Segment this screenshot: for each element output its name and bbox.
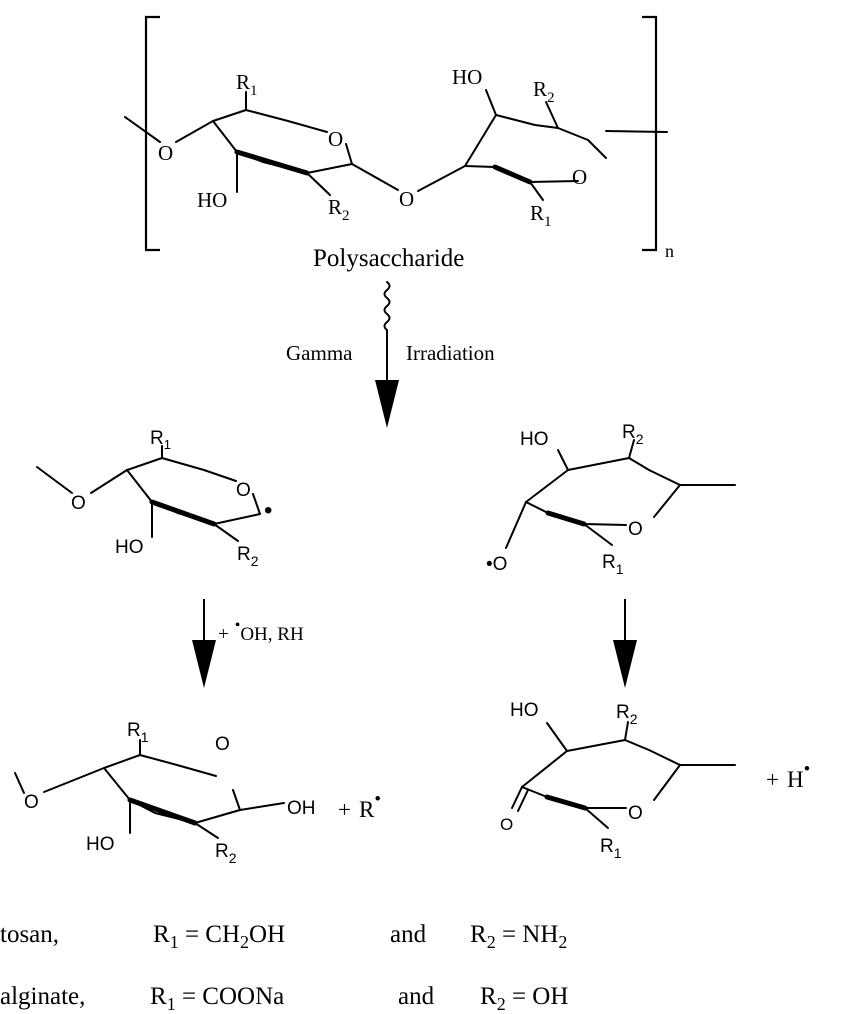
gamma-label: Gamma <box>286 341 353 365</box>
svg-text:R2: R2 <box>215 841 237 866</box>
right-radical-fragment: HO O R2 •O R1 <box>486 422 736 577</box>
left-product: O O R1 OH +R• HO R2 <box>14 720 381 866</box>
svg-text:R1: R1 <box>236 70 258 99</box>
svg-text:O: O <box>24 792 39 813</box>
svg-text:O: O <box>71 493 86 514</box>
right-reaction-arrow <box>613 599 637 688</box>
ho-label: HO <box>197 188 227 212</box>
svg-text:•: • <box>264 497 272 524</box>
svg-text:R1: R1 <box>127 720 149 745</box>
irradiation-label: Irradiation <box>406 341 495 365</box>
svg-text:R1: R1 <box>602 552 624 577</box>
legend-row-alginate: alginate, R1 = COONa and R2 = OH <box>0 983 568 1014</box>
glycosidic-oxygen: O <box>399 187 414 211</box>
legend-row-chitosan: tosan, R1 = CH2OH and R2 = NH2 <box>0 921 567 952</box>
irradiation-arrow: Gamma Irradiation <box>286 281 495 428</box>
svg-text:•O: •O <box>486 554 507 575</box>
right-ring-oxygen: O <box>572 165 587 189</box>
svg-text:R1: R1 <box>600 836 622 861</box>
svg-text:R2: R2 <box>533 77 555 106</box>
substituent-legend: tosan, R1 = CH2OH and R2 = NH2 alginate,… <box>0 921 568 1014</box>
svg-text:HO: HO <box>86 834 115 855</box>
svg-text:R1: R1 <box>530 201 552 230</box>
svg-text:HO: HO <box>520 429 549 450</box>
polysaccharide-structure: n O O R1 HO R2 O O HO R2 R1 Polysacchari… <box>124 15 674 272</box>
right-product: HO O R2 O R1 +H• <box>500 700 810 861</box>
repeat-subscript: n <box>665 241 674 261</box>
svg-text:+H•: +H• <box>766 759 810 792</box>
svg-text:+R•: +R• <box>338 789 381 822</box>
svg-text:R2: R2 <box>237 544 259 569</box>
polysaccharide-label: Polysaccharide <box>313 245 464 272</box>
svg-text:R2: R2 <box>622 422 644 447</box>
svg-text:O: O <box>500 815 513 834</box>
svg-text:R2: R2 <box>616 702 638 727</box>
svg-text:HO: HO <box>115 537 144 558</box>
o-to-ring-bond <box>175 120 214 143</box>
r1-label: R <box>236 70 250 94</box>
svg-text:O: O <box>215 734 230 755</box>
chain-oxygen-left: O <box>158 141 173 165</box>
svg-text:O: O <box>628 803 643 824</box>
r2-label: R <box>328 195 342 219</box>
right-ho-label: HO <box>452 65 482 89</box>
svg-text:OH: OH <box>287 798 316 819</box>
left-ring-oxygen: O <box>328 127 343 151</box>
left-bracket <box>144 15 160 252</box>
svg-text:O: O <box>236 480 251 501</box>
left-radical-fragment: O O R1 • HO R2 <box>36 428 272 569</box>
left-reaction-arrow: +•OH, RH <box>192 599 304 688</box>
wavy-line <box>383 281 391 331</box>
svg-text:R1: R1 <box>150 428 171 452</box>
svg-text:O: O <box>628 519 643 540</box>
reagent-text: OH, RH <box>240 624 304 645</box>
right-bracket <box>642 15 658 252</box>
left-chain-bond <box>124 116 161 143</box>
reagent-plus: + <box>218 624 229 645</box>
svg-text:+•OH, RH: +•OH, RH <box>218 617 304 645</box>
svg-text:HO: HO <box>510 700 539 721</box>
svg-text:R2: R2 <box>328 195 350 224</box>
